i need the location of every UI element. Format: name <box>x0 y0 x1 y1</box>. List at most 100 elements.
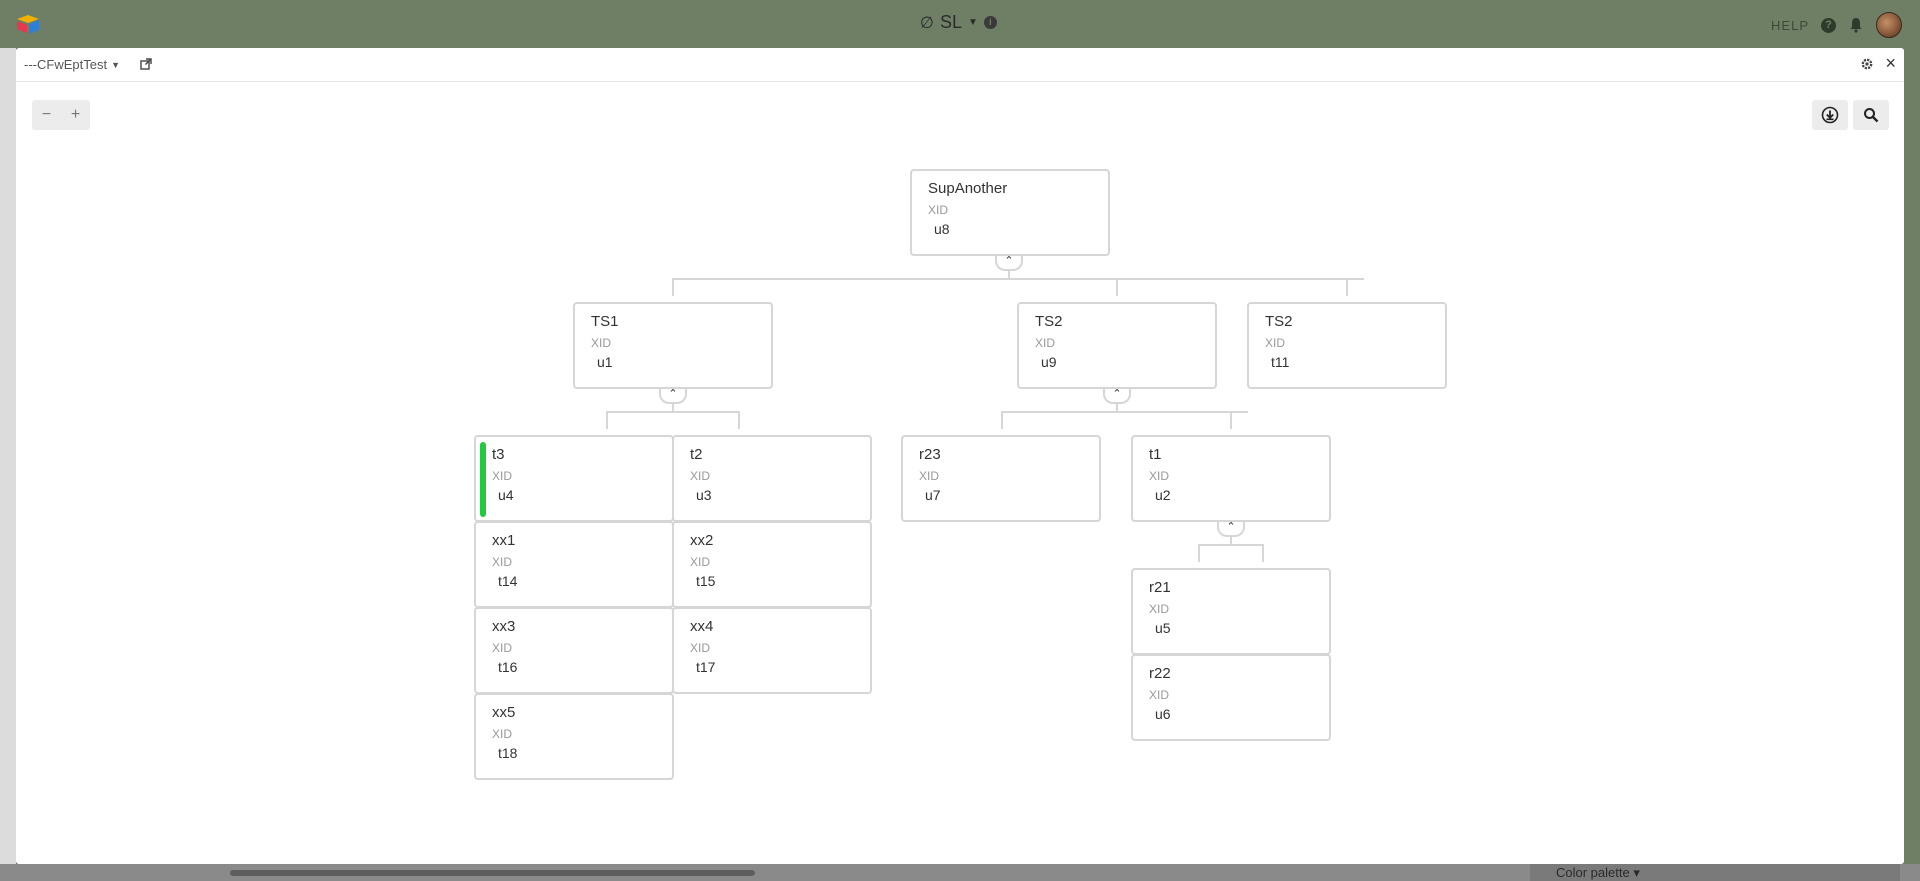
external-link-icon[interactable] <box>140 58 152 70</box>
modal-header: ---CFwEptTest ▼ × <box>16 48 1904 82</box>
node-field-label: XID <box>690 641 711 655</box>
org-node-ts1[interactable]: TS1 XID u1 <box>573 302 773 389</box>
base-title[interactable]: ∅ SL ▼ i <box>920 12 997 33</box>
org-node-ts2[interactable]: TS2 XID u9 <box>1017 302 1217 389</box>
node-field-value: u9 <box>1041 354 1057 370</box>
node-field-value: t16 <box>498 659 518 675</box>
node-field-label: XID <box>690 469 711 483</box>
close-icon[interactable]: × <box>1885 53 1896 73</box>
org-node-t3[interactable]: t3 XID u4 <box>474 435 674 522</box>
node-name: t1 <box>1149 446 1162 463</box>
leaf-icon: ∅ <box>920 14 934 32</box>
collapse-toggle[interactable]: ⌃ <box>995 255 1023 271</box>
connector <box>606 411 608 429</box>
connector <box>1001 411 1003 429</box>
connector <box>1230 411 1232 429</box>
org-node-xx1[interactable]: xx1 XID t14 <box>474 521 674 608</box>
connector <box>1116 278 1118 296</box>
download-button[interactable] <box>1812 100 1848 130</box>
node-name: xx5 <box>492 704 516 721</box>
node-field-value: t18 <box>498 745 518 761</box>
org-node-supanother[interactable]: SupAnother XID u8 <box>910 169 1110 256</box>
selected-indicator <box>480 442 486 517</box>
connector <box>606 411 740 413</box>
org-node-xx2[interactable]: xx2 XID t15 <box>672 521 872 608</box>
connector <box>1198 544 1264 546</box>
node-name: t2 <box>690 446 703 463</box>
connector <box>738 411 740 429</box>
node-field-label: XID <box>690 555 711 569</box>
org-node-t2[interactable]: t2 XID u3 <box>672 435 872 522</box>
connector <box>1262 544 1264 562</box>
node-name: TS1 <box>591 313 619 330</box>
view-selector[interactable]: ---CFwEptTest ▼ <box>24 57 120 72</box>
org-node-r22[interactable]: r22 XID u6 <box>1131 654 1331 741</box>
org-node-xx3[interactable]: xx3 XID t16 <box>474 607 674 694</box>
color-palette-button[interactable]: Color palette ▾ <box>1530 864 1900 881</box>
app-topbar: ∅ SL ▼ i HELP ? <box>0 0 1920 48</box>
node-name: xx4 <box>690 618 714 635</box>
search-icon <box>1864 108 1879 123</box>
gear-icon[interactable] <box>1860 57 1874 71</box>
node-field-value: u1 <box>597 354 613 370</box>
help-link[interactable]: HELP <box>1771 17 1809 33</box>
node-field-value: t15 <box>696 573 716 589</box>
topbar-actions: HELP ? <box>1771 12 1902 38</box>
connector <box>672 278 674 296</box>
node-name: TS2 <box>1035 313 1063 330</box>
node-field-label: XID <box>1149 688 1170 702</box>
chevron-down-icon: ▼ <box>967 17 978 28</box>
org-node-xx5[interactable]: xx5 XID t18 <box>474 693 674 780</box>
node-name: r23 <box>919 446 941 463</box>
collapse-toggle[interactable]: ⌃ <box>659 388 687 404</box>
zoom-out-button[interactable]: − <box>41 106 52 123</box>
node-field-label: XID <box>492 469 513 483</box>
chevron-down-icon: ▼ <box>111 59 120 70</box>
node-field-value: u7 <box>925 487 941 503</box>
node-field-label: XID <box>492 641 513 655</box>
node-field-value: t17 <box>696 659 716 675</box>
background-grid-strip <box>0 48 16 881</box>
connector <box>1008 269 1010 279</box>
node-field-label: XID <box>591 336 612 350</box>
node-field-label: XID <box>928 203 949 217</box>
scrollbar-thumb[interactable] <box>230 870 755 876</box>
color-palette-label: Color palette <box>1556 865 1630 880</box>
org-node-ts2[interactable]: TS2 XID t11 <box>1247 302 1447 389</box>
node-name: r21 <box>1149 579 1171 596</box>
connector <box>1001 411 1248 413</box>
org-node-xx4[interactable]: xx4 XID t17 <box>672 607 872 694</box>
node-name: xx3 <box>492 618 516 635</box>
search-button[interactable] <box>1853 100 1889 130</box>
node-field-label: XID <box>1149 602 1170 616</box>
node-field-value: u3 <box>696 487 712 503</box>
node-name: xx2 <box>690 532 714 549</box>
view-name-label: ---CFwEptTest <box>24 57 108 72</box>
connector <box>672 402 674 412</box>
bell-icon[interactable] <box>1848 17 1864 33</box>
connector <box>1230 535 1232 545</box>
background-scrollbar[interactable] <box>0 864 1920 881</box>
node-field-label: XID <box>1149 469 1170 483</box>
download-icon <box>1821 106 1839 124</box>
org-node-r23[interactable]: r23 XID u7 <box>901 435 1101 522</box>
node-name: t3 <box>492 446 505 463</box>
node-name: r22 <box>1149 665 1171 682</box>
node-name: SupAnother <box>928 180 1008 197</box>
collapse-toggle[interactable]: ⌃ <box>1217 521 1245 537</box>
collapse-toggle[interactable]: ⌃ <box>1103 388 1131 404</box>
connector <box>1346 278 1348 296</box>
org-node-t1[interactable]: t1 XID u2 <box>1131 435 1331 522</box>
node-field-value: u5 <box>1155 620 1171 636</box>
org-node-r21[interactable]: r21 XID u5 <box>1131 568 1331 655</box>
avatar[interactable] <box>1876 12 1902 38</box>
zoom-in-button[interactable]: + <box>70 106 81 123</box>
info-icon[interactable]: i <box>983 16 997 29</box>
node-field-label: XID <box>492 727 513 741</box>
node-field-label: XID <box>1035 336 1056 350</box>
org-chart: ⌃ ⌃ ⌃ ⌃ SupAnother XID u8 TS1 XID u1 TS2… <box>16 48 1904 864</box>
node-field-value: u2 <box>1155 487 1171 503</box>
help-icon[interactable]: ? <box>1821 17 1836 33</box>
app-logo-icon[interactable] <box>16 14 40 34</box>
base-name: SL <box>939 12 962 32</box>
